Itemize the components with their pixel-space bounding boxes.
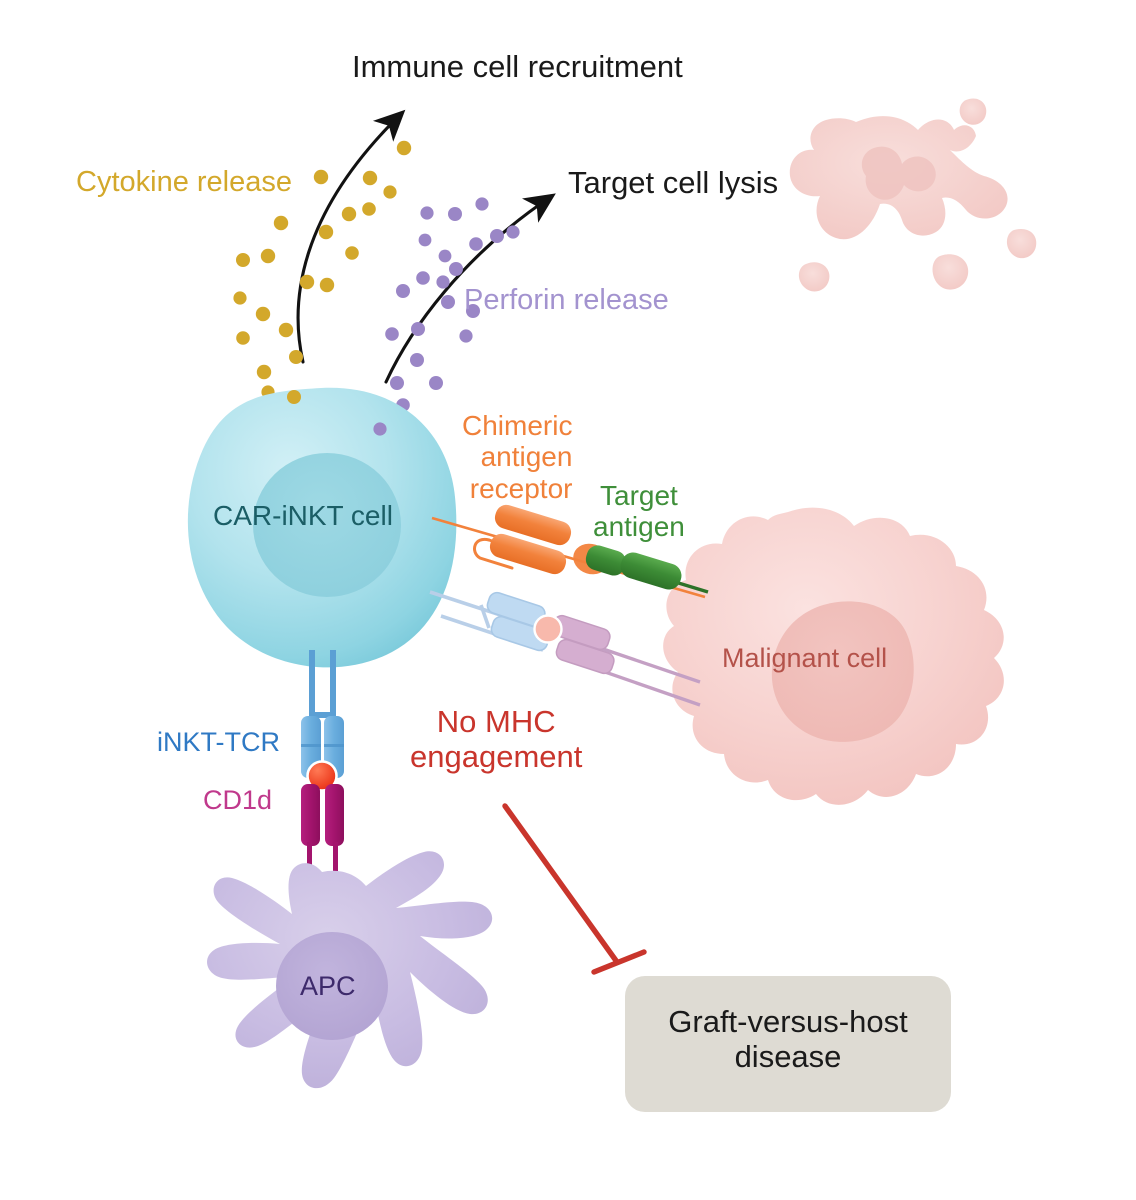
arrow-target-cell-lysis xyxy=(384,193,556,384)
car-inkt-cell xyxy=(187,387,457,668)
cytokine-dot-on-cell xyxy=(287,390,301,404)
lipid-antigen-dot xyxy=(306,760,338,792)
inkt-tcr-label: iNKT-TCR xyxy=(157,727,280,757)
gvhd-box xyxy=(625,976,951,1112)
target-cell-lysis-label: Target cell lysis xyxy=(568,165,779,200)
inkt-tcr-receptor xyxy=(301,650,344,778)
arrow-immune-recruitment xyxy=(296,109,406,364)
faded-tcr-mhc-complex xyxy=(429,590,701,707)
car-target-antigen-complex xyxy=(431,504,709,599)
cytokine-release-label: Cytokine release xyxy=(76,166,292,198)
car-inkt-cell-label: CAR-iNKT cell xyxy=(213,500,393,531)
inhibition-arrow-no-mhc xyxy=(502,803,647,975)
no-mhc-engagement-label: No MHC engagement xyxy=(410,704,583,774)
chimeric-antigen-receptor-label: Chimeric antigen receptor xyxy=(462,410,573,504)
lysed-target-cell xyxy=(789,98,1037,292)
target-antigen-label: Target antigen xyxy=(593,480,685,543)
malignant-cell xyxy=(663,507,1004,805)
gvhd-label: Graft-versus-host disease xyxy=(668,1004,908,1074)
immune-cell-recruitment-label: Immune cell recruitment xyxy=(352,49,683,84)
perforin-particles xyxy=(372,197,520,438)
malignant-cell-label: Malignant cell xyxy=(722,643,888,673)
apc-cell xyxy=(207,851,493,1089)
cd1d-label: CD1d xyxy=(203,785,273,815)
cytokine-particles xyxy=(233,140,412,410)
perforin-dot-on-cell xyxy=(373,422,387,436)
apc-label: APC xyxy=(300,971,356,1001)
perforin-release-label: Perforin release xyxy=(464,284,669,316)
